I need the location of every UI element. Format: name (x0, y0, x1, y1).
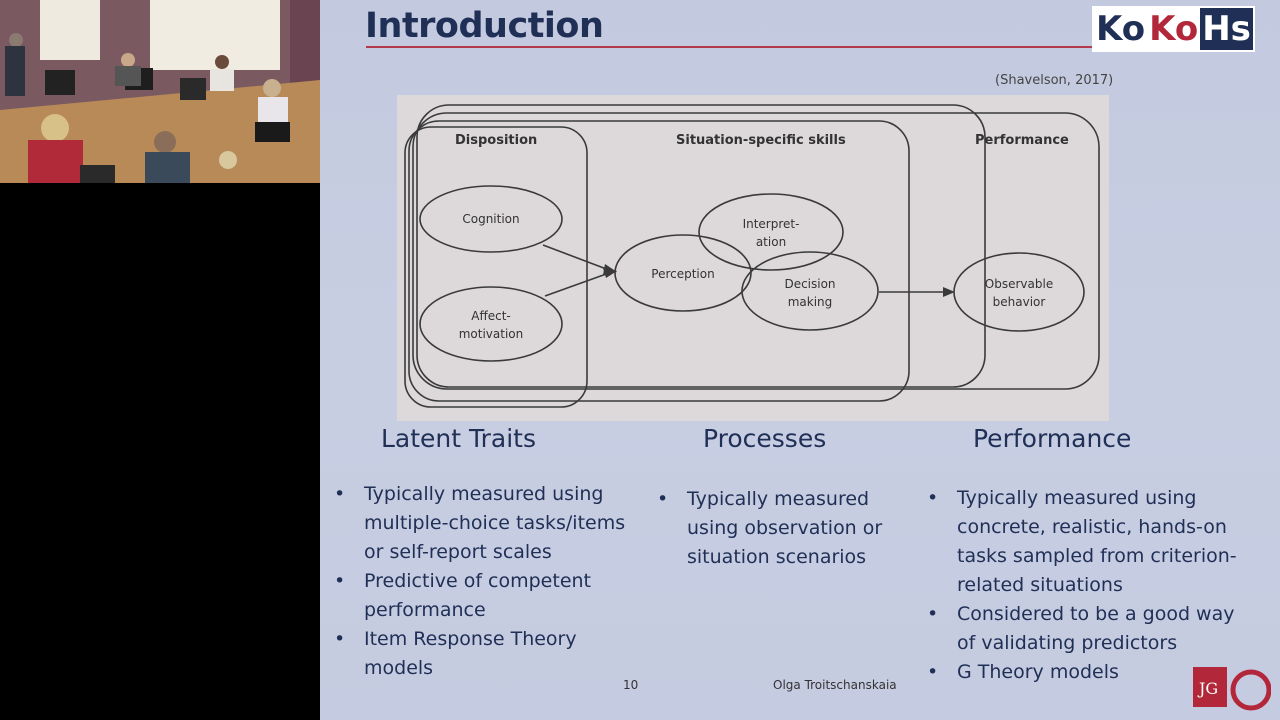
node-affect-line1: Affect- (471, 309, 511, 323)
slide-title: Introduction (365, 6, 604, 46)
list-item: Considered to be a good way of validatin… (927, 600, 1247, 658)
skills-box (408, 120, 910, 402)
node-behavior: Observable behavior (969, 275, 1069, 311)
university-logo-icon: JG (1193, 667, 1271, 711)
outer-box (416, 104, 986, 388)
node-cognition: Cognition (462, 212, 520, 226)
node-decision-line1: Decision (784, 277, 836, 291)
camera-scene (0, 0, 320, 183)
heading-processes: Processes (703, 424, 827, 453)
node-perception: Perception (651, 267, 715, 281)
node-behavior-line1: Observable (984, 277, 1054, 291)
diagram-shapes (404, 104, 1100, 408)
node-behavior-line2: behavior (992, 295, 1046, 309)
heading-performance: Performance (975, 133, 1069, 148)
node-interpretation: Interpret- ation (721, 215, 821, 251)
title-underline (366, 46, 1212, 48)
disposition-box (404, 126, 588, 408)
node-interpretation-line2: ation (755, 235, 787, 249)
logo-part-2: Ko (1147, 8, 1201, 50)
heading-disposition: Disposition (455, 133, 538, 148)
performance-list: Typically measured using concrete, reali… (927, 484, 1247, 687)
performance-box (412, 112, 1100, 390)
affect-ellipse (419, 286, 563, 362)
list-item: Typically measured using concrete, reali… (927, 484, 1247, 600)
node-affect-line2: motivation (458, 327, 524, 341)
camera-feed (0, 0, 320, 183)
heading-latent-traits: Latent Traits (381, 424, 536, 453)
node-decision: Decision making (760, 275, 860, 311)
logo-part-1: Ko (1094, 8, 1148, 50)
arrow-affect (544, 272, 610, 297)
list-item: Typically measured using observation or … (657, 485, 897, 572)
heading-performance-column: Performance (973, 424, 1132, 453)
author-name: Olga Troitschanskaia (773, 678, 897, 692)
list-item: Typically measured using multiple-choice… (334, 480, 639, 567)
heading-situation-skills: Situation-specific skills (676, 133, 846, 148)
processes-list: Typically measured using observation or … (657, 485, 897, 572)
presentation-slide: Introduction Ko Ko Hs (Shavelson, 2017) (320, 0, 1280, 720)
latent-traits-list: Typically measured using multiple-choice… (334, 480, 639, 683)
interpretation-ellipse (698, 193, 844, 271)
list-item: Predictive of competent performance (334, 567, 639, 625)
competence-diagram: Disposition Situation-specific skills Pe… (397, 95, 1109, 421)
decision-ellipse (741, 251, 879, 331)
kokohs-logo: Ko Ko Hs (1092, 6, 1255, 52)
arrow-cognition (542, 244, 610, 271)
node-interpretation-line1: Interpret- (742, 217, 800, 231)
perception-ellipse (614, 234, 752, 312)
citation: (Shavelson, 2017) (995, 73, 1114, 88)
svg-text:JG: JG (1197, 679, 1218, 698)
node-decision-line2: making (787, 295, 833, 309)
logo-part-3: Hs (1200, 8, 1253, 50)
list-item: G Theory models (927, 658, 1247, 687)
cognition-ellipse (419, 185, 563, 253)
node-affect: Affect- motivation (441, 307, 541, 343)
page-number: 10 (623, 678, 639, 692)
list-item: Item Response Theory models (334, 625, 639, 683)
